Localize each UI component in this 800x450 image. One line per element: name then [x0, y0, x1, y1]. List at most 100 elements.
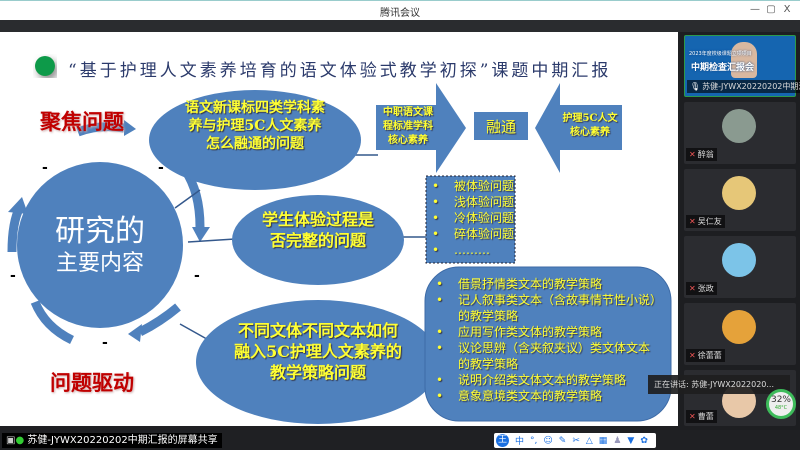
- mic-icon: ●: [15, 435, 25, 446]
- punct-icon[interactable]: °,: [530, 435, 538, 446]
- name-tag: ✕曹蕾: [686, 410, 717, 423]
- mic-muted-icon: ✕: [689, 351, 696, 360]
- ime-mode-button[interactable]: 中: [515, 437, 525, 447]
- shared-slide: “基于护理人文素养培育的语文体验式教学初探”课题中期汇报 聚焦问题 问题驱动 -…: [0, 32, 678, 426]
- mic-muted-icon: ✕: [689, 150, 696, 159]
- ellipse-1: [149, 90, 361, 190]
- mic-muted-icon: ✕: [689, 412, 696, 421]
- window-title: 腾讯会议: [380, 8, 420, 19]
- arrow-right-shape: [376, 83, 466, 173]
- avatar: [722, 109, 756, 143]
- list-item: 冷体验问题: [426, 210, 516, 226]
- participant-name: 张政: [697, 284, 714, 293]
- ellipse-3: [196, 300, 440, 424]
- arrow-left-text: 护理5C人文核心素养: [562, 113, 618, 138]
- dash: -: [42, 160, 48, 176]
- screen-share-label: ▣● 苏健-JYWX20220202中期汇报的屏幕共享: [2, 433, 222, 448]
- participant-name: 醉翁: [697, 150, 714, 159]
- list-item: 浅体验问题: [426, 194, 516, 210]
- center-line2: 主要内容: [55, 251, 144, 276]
- list-item: 意象意境类文本的教学策略: [430, 388, 658, 404]
- avatar: [722, 310, 756, 344]
- close-button[interactable]: X: [783, 4, 791, 15]
- user-icon[interactable]: ♟: [613, 435, 622, 446]
- merge-text: 融通: [485, 118, 516, 136]
- participant-panel: 2023年度校级课题立项项目 中期检查汇报会 🎙苏健-JYWX20220202中…: [680, 32, 800, 430]
- dash: -: [194, 268, 200, 284]
- host-video-tile[interactable]: 2023年度校级课题立项项目 中期检查汇报会 🎙苏健-JYWX20220202中…: [684, 35, 800, 97]
- screen-icon: ▣: [6, 435, 16, 446]
- participant-name: 吴仁友: [697, 217, 722, 226]
- list-item: 议论思辨（含夹叙夹议）类文体文本的教学策略: [430, 340, 658, 372]
- host-face: [731, 42, 757, 78]
- participant-tile[interactable]: ✕吴仁友: [684, 169, 796, 231]
- connector-line: [174, 189, 201, 209]
- merge-box: [474, 112, 528, 140]
- name-tag: ✕醉翁: [686, 148, 717, 161]
- gear-icon[interactable]: ✿: [640, 435, 648, 446]
- experience-list: 被体验问题 浅体验问题 冷体验问题 碎体验问题 ………: [426, 178, 516, 258]
- skin-icon[interactable]: ▼: [627, 435, 635, 446]
- pen-icon[interactable]: ✎: [558, 435, 567, 446]
- ime-toolbar[interactable]: 王 中 °, ☺ ✎ ✂ △ ▦ ♟ ▼ ✿: [494, 433, 656, 448]
- participant-name: 徐蕾蕾: [697, 351, 722, 360]
- list-item: 应用写作类文体的教学策略: [430, 324, 658, 340]
- title-bar: 腾讯会议 — ▢ X: [0, 0, 800, 20]
- arrow-left-shape: [535, 83, 622, 173]
- connector-line: [187, 238, 236, 243]
- drive-label: 问题驱动: [50, 370, 134, 395]
- list-item: 被体验问题: [426, 178, 516, 194]
- strategy-list: 借景抒情类文本的教学策略 记人叙事类文本（含故事情节性小说）的教学策略 应用写作…: [430, 276, 658, 404]
- emoji-icon[interactable]: ☺: [543, 435, 553, 446]
- name-tag: ✕徐蕾蕾: [686, 349, 725, 362]
- ime-logo-icon[interactable]: 王: [496, 434, 509, 447]
- mic-muted-icon: ✕: [689, 217, 696, 226]
- list-item: 说明介绍类文体文本的教学策略: [430, 372, 658, 388]
- list-item: 记人叙事类文本（含故事情节性小说）的教学策略: [430, 292, 658, 324]
- slide-title: “基于护理人文素养培育的语文体验式教学初探”课题中期汇报: [68, 61, 612, 81]
- avatar: [722, 243, 756, 277]
- cycle-arrowheads: [8, 120, 210, 342]
- cpu-temp: 48°C: [774, 405, 788, 411]
- participant-tile[interactable]: ✕张政: [684, 236, 796, 298]
- participant-tile[interactable]: ✕徐蕾蕾: [684, 303, 796, 365]
- center-circle: [17, 162, 183, 328]
- ellipse-1-text: 语文新课标四类学科素养与护理5C人文素养怎么融通的问题: [185, 100, 325, 152]
- participant-name: 曹蕾: [697, 412, 714, 421]
- dash: -: [158, 160, 164, 176]
- avatar: [722, 176, 756, 210]
- minimize-button[interactable]: —: [750, 4, 760, 15]
- speaking-indicator: 正在讲话: 苏健-JYWX2022020...: [648, 375, 790, 394]
- banner-line1: 2023年度校级课题立项项目: [689, 51, 752, 57]
- bottom-bar: ▣● 苏健-JYWX20220202中期汇报的屏幕共享 王 中 °, ☺ ✎ ✂…: [0, 430, 800, 450]
- mic-muted-icon: ✕: [689, 284, 696, 293]
- scissors-icon[interactable]: ✂: [572, 435, 580, 446]
- dash: -: [102, 335, 108, 351]
- arrow-right-text: 中职语文课程标准学科核心素养: [383, 107, 433, 146]
- name-tag: ✕吴仁友: [686, 215, 725, 228]
- center-text: 研究的 主要内容: [17, 214, 183, 278]
- host-name-tag: 🎙苏健-JYWX20220202中期汇报: [687, 80, 800, 93]
- maximize-button[interactable]: ▢: [766, 4, 776, 15]
- ellipse-2: [232, 195, 404, 285]
- focus-label: 聚焦问题: [40, 109, 124, 134]
- cpu-monitor[interactable]: 32% 48°C: [766, 389, 796, 419]
- mic-icon: 🎙: [690, 82, 701, 91]
- share-label-text: 苏健-JYWX20220202中期汇报的屏幕共享: [27, 435, 218, 446]
- green-dot-icon: [35, 56, 55, 76]
- list-item: 碎体验问题: [426, 226, 516, 242]
- list-item: 借景抒情类文本的教学策略: [430, 276, 658, 292]
- banner-line2: 中期检查汇报会: [691, 63, 755, 73]
- ellipse-3-text: 不同文体不同文本如何融入5C护理人文素养的教学策略问题: [234, 321, 402, 382]
- host-name: 苏健-JYWX20220202中期汇报: [702, 82, 800, 91]
- toolbar-strip: [0, 20, 800, 32]
- participant-tile[interactable]: ✕醉翁: [684, 102, 796, 164]
- cpu-value: 32%: [770, 395, 791, 405]
- ellipse-2-text: 学生体验过程是否完整的问题: [261, 210, 374, 250]
- keyboard-icon[interactable]: ▦: [598, 435, 608, 446]
- center-line1: 研究的: [55, 214, 145, 249]
- name-tag: ✕张政: [686, 282, 717, 295]
- list-item: ………: [426, 242, 516, 258]
- dash: -: [10, 268, 16, 284]
- cloud-icon[interactable]: △: [585, 435, 593, 446]
